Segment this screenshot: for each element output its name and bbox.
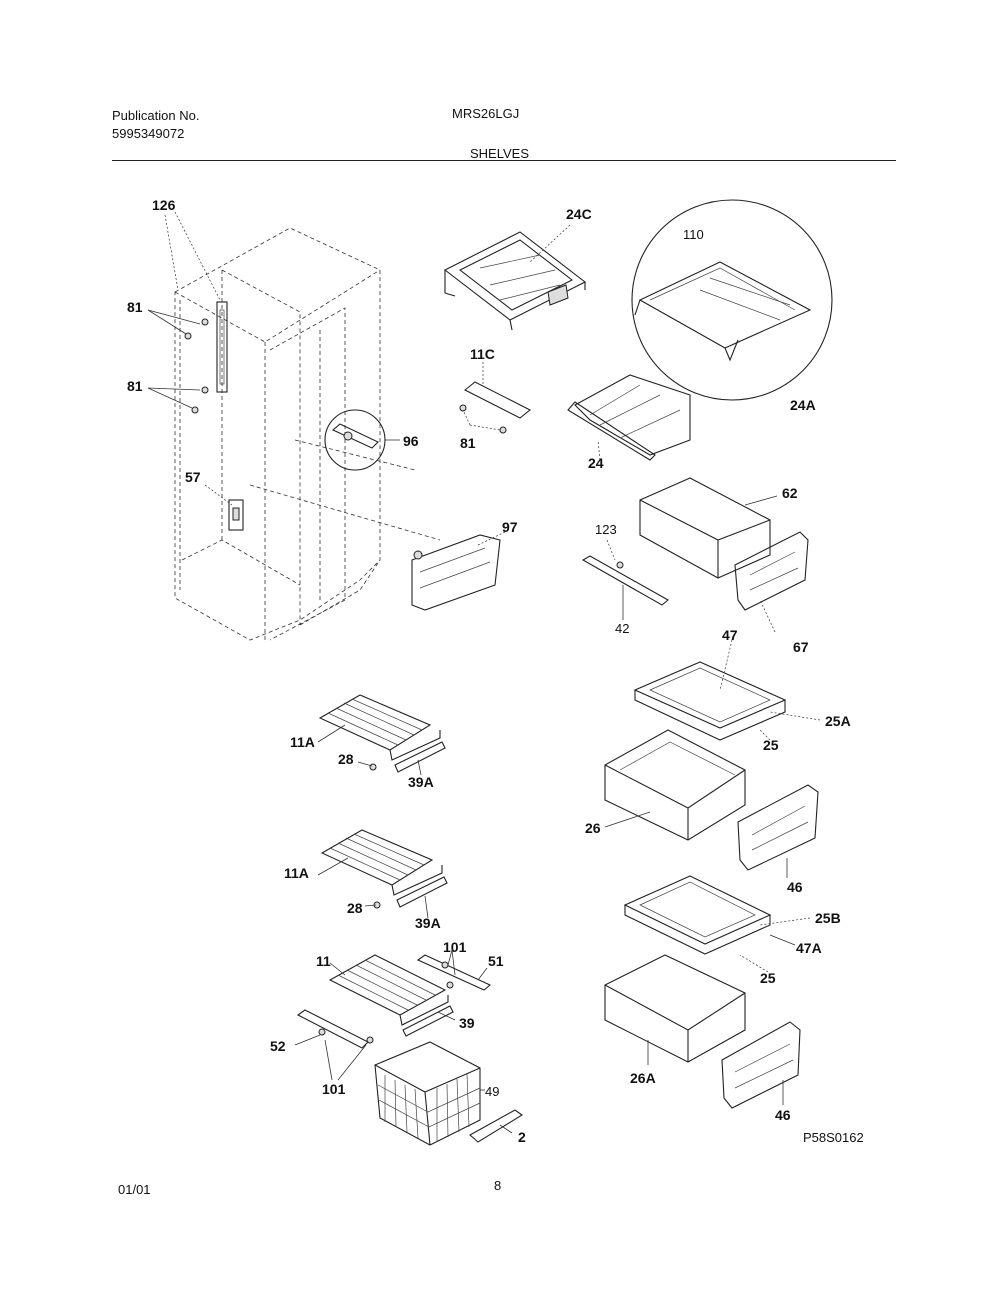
wire-shelf-11 (328, 954, 454, 1037)
glass-shelf-24c (443, 231, 587, 331)
wire-shelf-11a-upper (318, 694, 446, 773)
callout-11: 11 (316, 953, 331, 969)
crisper-drawer-26 (604, 729, 746, 841)
page-number: 8 (494, 1178, 502, 1193)
detail-circle-110 (631, 199, 833, 401)
footer-date: 01/01 (118, 1182, 151, 1197)
bracket-52 (296, 1009, 374, 1049)
callout-26a: 26A (630, 1070, 656, 1086)
callout-39a-upper: 39A (408, 774, 434, 790)
model-number: MRS26LGJ (452, 106, 520, 121)
callout-97: 97 (502, 519, 518, 535)
callout-11c: 11C (470, 346, 495, 362)
callout-126: 126 (152, 197, 176, 213)
callout-labels: 126 24C 110 81 81 11C 81 24A 96 24 57 62… (127, 197, 864, 1145)
callout-28-lower: 28 (347, 900, 363, 916)
callout-25b: 25B (815, 910, 841, 926)
drawer-front-46 (737, 784, 819, 871)
header-rule (112, 160, 896, 161)
diagram-id: P58S0162 (803, 1130, 864, 1145)
callout-26: 26 (585, 820, 601, 836)
callout-46-upper: 46 (787, 879, 803, 895)
shelf-24 (567, 374, 691, 461)
callout-123: 123 (595, 522, 617, 537)
callout-2: 2 (518, 1129, 526, 1145)
callout-25a: 25A (825, 713, 851, 729)
handle-2 (469, 1109, 523, 1143)
callout-81-lower: 81 (127, 378, 143, 394)
wire-shelf-11a-lower (320, 829, 448, 909)
crisper-drawer-26a (604, 954, 746, 1063)
callout-67: 67 (793, 639, 809, 655)
callout-101-lower: 101 (322, 1081, 346, 1097)
callout-24a: 24A (790, 397, 816, 413)
crisper-cover-47 (633, 661, 787, 741)
callout-47: 47 (722, 627, 738, 643)
bracket-11c (459, 381, 532, 434)
cover-67 (734, 531, 809, 611)
callout-81-bracket: 81 (460, 435, 476, 451)
callout-25-upper: 25 (763, 737, 779, 753)
callout-81-upper: 81 (127, 299, 143, 315)
pan-62 (639, 477, 771, 579)
callout-24c: 24C (566, 206, 592, 222)
basket-49 (374, 1041, 481, 1146)
crisper-cover-47a (623, 875, 772, 955)
section-title: SHELVES (470, 146, 530, 161)
rail-42 (581, 555, 669, 606)
callout-11a-upper: 11A (290, 734, 315, 750)
callout-47a: 47A (796, 940, 822, 956)
callout-28-upper: 28 (338, 751, 354, 767)
cabinet-illustration (174, 227, 501, 641)
callout-42: 42 (615, 621, 629, 636)
callout-101-upper: 101 (443, 939, 467, 955)
publication-label: Publication No. (112, 108, 200, 123)
callout-57: 57 (185, 469, 201, 485)
callout-25-lower: 25 (760, 970, 776, 986)
leader-lines (147, 211, 821, 1134)
callout-62: 62 (782, 485, 798, 501)
callout-39a-lower: 39A (415, 915, 441, 931)
callout-110: 110 (683, 227, 704, 242)
callout-49: 49 (485, 1084, 499, 1099)
callout-24: 24 (588, 455, 604, 471)
bracket-51 (416, 954, 492, 991)
callout-11a-lower: 11A (284, 865, 309, 881)
publication-number: 5995349072 (112, 126, 185, 141)
callout-46-lower: 46 (775, 1107, 791, 1123)
callout-96: 96 (403, 433, 419, 449)
callout-52: 52 (270, 1038, 286, 1054)
drawer-front-46-lower (721, 1021, 801, 1109)
callout-51: 51 (488, 953, 504, 969)
callout-39: 39 (459, 1015, 475, 1031)
